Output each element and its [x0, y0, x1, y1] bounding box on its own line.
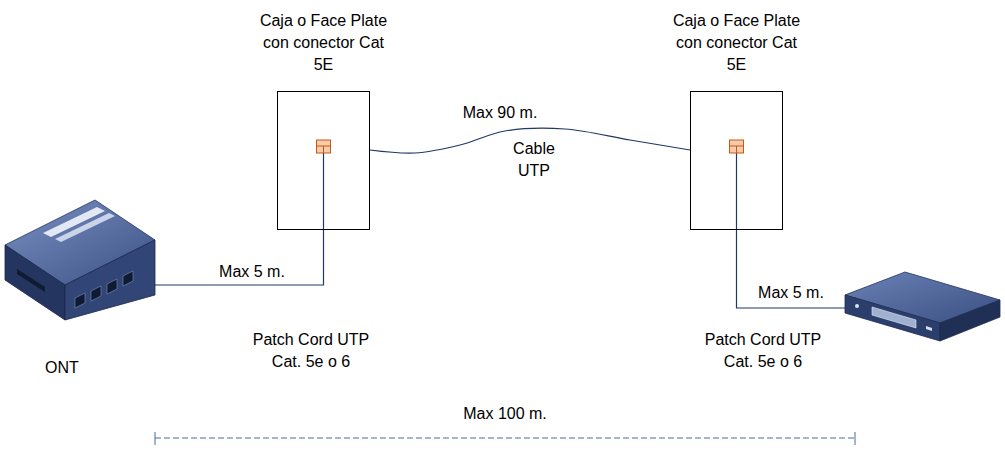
rj45-connector: [278, 92, 369, 229]
patch-cord-wire: [737, 230, 847, 308]
length-dimension: Max 100 m.: [440, 403, 570, 425]
patch-cord: [155, 230, 324, 285]
length-dimension: Max 5 m.: [200, 261, 304, 283]
cable-note: Patch Cord UTP Cat. 5e o 6: [250, 329, 372, 373]
face-plate-box: Caja o Face Plate con conector Cat 5E: [277, 91, 370, 230]
ont-illustration: [5, 195, 155, 320]
length-dimension: Max 90 m.: [445, 102, 555, 124]
box-heading: Caja o Face Plate con conector Cat 5E: [670, 10, 804, 76]
dimension-line: [155, 432, 855, 445]
face-plate-box: Caja o Face Plate con conector Cat 5E: [690, 91, 783, 230]
length-dimension: Max 5 m.: [742, 282, 840, 304]
device-illustration: [845, 272, 1000, 341]
cable-note: Patch Cord UTP Cat. 5e o 6: [702, 329, 824, 373]
rj45-connector: [691, 92, 782, 229]
cable-label: Cable UTP: [503, 138, 565, 182]
ont-device: ONT: [5, 195, 155, 320]
box-heading: Caja o Face Plate con conector Cat 5E: [257, 10, 391, 76]
device-label: ONT: [5, 357, 119, 379]
